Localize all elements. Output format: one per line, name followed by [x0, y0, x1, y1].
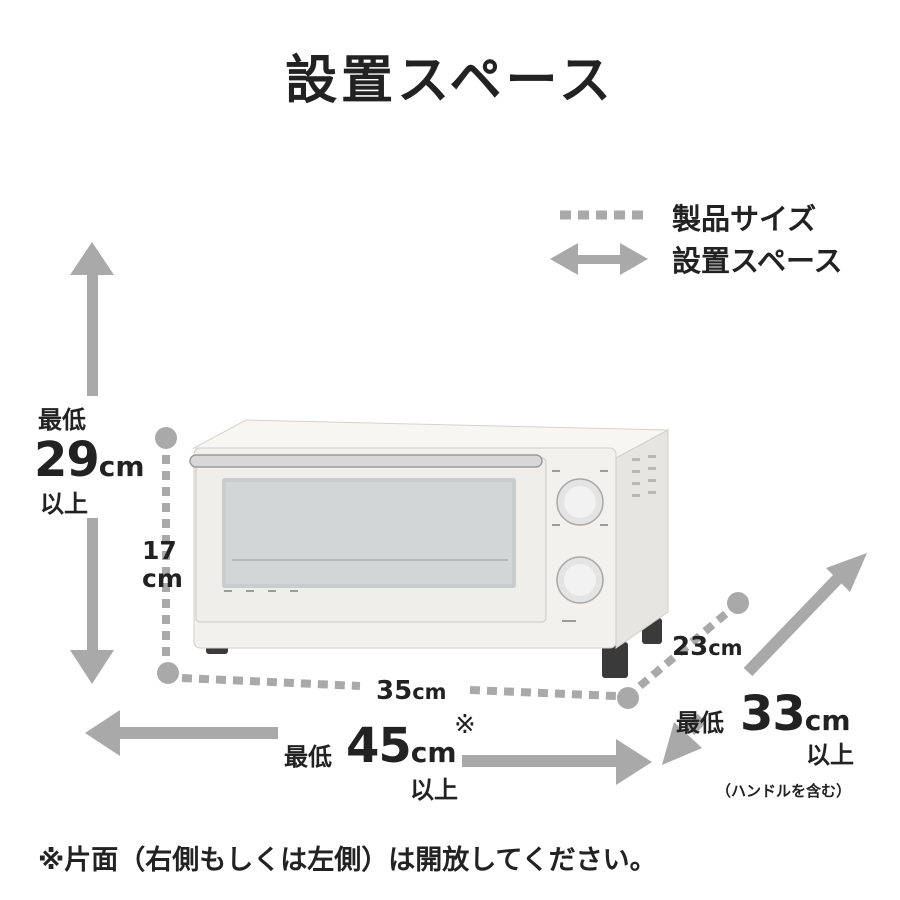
legend-product-size-label: 製品サイズ — [672, 202, 817, 236]
width-note-mark: ※ — [454, 710, 476, 740]
depth-clearance-arrow — [662, 553, 867, 765]
oven-handle — [189, 454, 543, 468]
width-min-number: 45 — [346, 718, 412, 774]
width-min-value: 45cm — [346, 718, 457, 774]
depth-min-suffix: 以上 — [806, 741, 854, 769]
height-min-prefix: 最低 — [38, 406, 86, 434]
legend-double-arrow — [550, 243, 648, 275]
height-min-value: 29cm — [34, 432, 145, 488]
product-height-value: 17 — [142, 536, 177, 565]
depth-min-number: 33 — [740, 686, 806, 742]
oven-vents — [632, 455, 656, 497]
page-title: 設置スペース — [285, 51, 615, 111]
legend-install-space-label: 設置スペース — [672, 244, 843, 278]
height-clearance-arrow — [70, 242, 114, 684]
product-dimension-lines — [155, 427, 749, 709]
oven-foot — [602, 642, 628, 678]
product-depth-label: 23cm — [672, 632, 743, 662]
product-width-label: 35cm — [370, 676, 453, 706]
depth-min-note: （ハンドルを含む） — [716, 782, 852, 800]
width-min-suffix: 以上 — [410, 776, 458, 804]
product-depth-value: 23 — [672, 632, 709, 662]
height-min-suffix: 以上 — [40, 490, 88, 518]
width-min-prefix: 最低 — [284, 743, 332, 771]
depth-min-prefix: 最低 — [676, 709, 724, 737]
product-width-unit: cm — [412, 680, 447, 704]
footnote: ※片面（右側もしくは左側）は開放してください。 — [38, 845, 657, 876]
depth-min-unit: cm — [804, 704, 851, 737]
width-clearance-arrow — [85, 710, 652, 785]
product-depth-unit: cm — [708, 636, 743, 660]
width-min-unit: cm — [410, 736, 457, 769]
oven-timer-knob — [556, 556, 604, 604]
product-width-value: 35 — [376, 676, 413, 706]
toaster-oven-illustration — [189, 419, 670, 678]
height-min-unit: cm — [98, 450, 145, 483]
height-min-number: 29 — [34, 432, 100, 488]
product-height-unit: cm — [142, 564, 183, 593]
depth-min-value: 33cm — [740, 686, 851, 742]
oven-power-knob — [556, 478, 604, 526]
